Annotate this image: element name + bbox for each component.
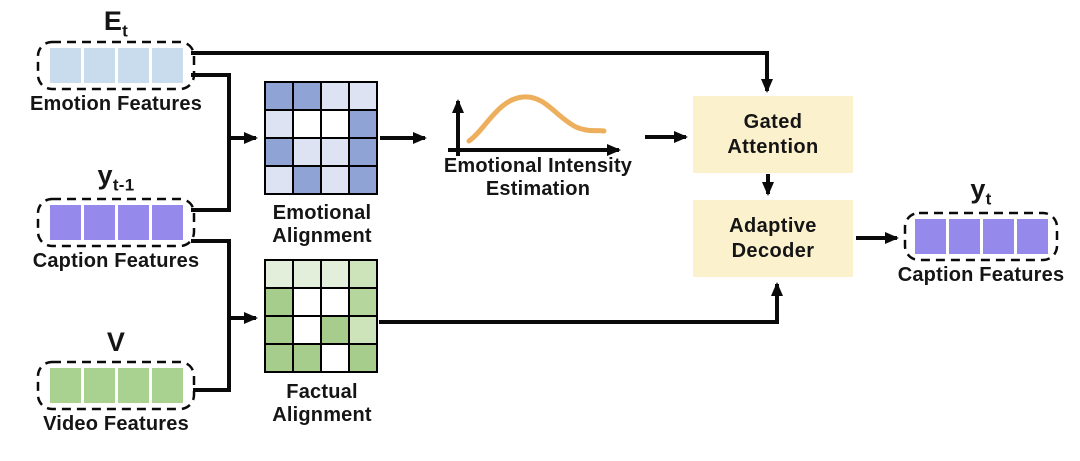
adaptive-decoder-module: Adaptive Decoder [693, 200, 853, 277]
feature-cell [914, 219, 946, 254]
matrix-cell [350, 289, 376, 315]
video-symbol: V [38, 327, 194, 362]
factual-alignment-label: Factual Alignment [242, 381, 402, 427]
matrix-cell [266, 345, 292, 371]
caption-out-symbol-sub: t [985, 189, 992, 209]
intensity-estimation-label-line1: Emotional Intensity [443, 155, 633, 177]
matrix-cell [266, 111, 292, 137]
emotion-symbol-sub: t [122, 21, 129, 41]
matrix-cell [294, 139, 320, 165]
bracket-caption-video [191, 239, 231, 392]
video-features-dashed-box [36, 360, 196, 411]
feature-cell [83, 48, 115, 83]
matrix-cell [350, 261, 376, 287]
factual-alignment-matrix [264, 259, 378, 373]
matrix-cell [322, 83, 348, 109]
matrix-cell [294, 317, 320, 343]
matrix-cell [266, 261, 292, 287]
emotional-alignment-label-line1: Emotional [272, 202, 372, 224]
matrix-cell [350, 111, 376, 137]
video-features-label: Video Features [43, 413, 189, 435]
feature-cell [1016, 219, 1048, 254]
feature-cell [948, 219, 980, 254]
arrow-emotion-to-gated-attention [191, 51, 773, 93]
emotional-alignment-matrix [264, 81, 378, 195]
matrix-cell [266, 139, 292, 165]
emotion-symbol-main: E [103, 6, 123, 36]
matrix-cell [322, 111, 348, 137]
intensity-curve [466, 94, 607, 144]
feature-cell [49, 48, 81, 83]
matrix-cell [322, 345, 348, 371]
caption-prev-features-cells [38, 199, 194, 246]
matrix-cell [294, 345, 320, 371]
caption-prev-features-dashed-box [36, 197, 196, 248]
feature-cell [117, 368, 149, 403]
intensity-estimation-label: Emotional Intensity Estimation [438, 155, 638, 201]
feature-cell [982, 219, 1014, 254]
feature-cell [83, 368, 115, 403]
matrix-cell [322, 261, 348, 287]
video-symbol-main: V [106, 327, 126, 357]
caption-out-features-label: Caption Features [897, 264, 1065, 286]
matrix-cell [266, 83, 292, 109]
feature-cell [117, 205, 149, 240]
matrix-cell [322, 167, 348, 193]
caption-out-features-dashed-box [903, 211, 1059, 262]
emotional-alignment-label-line2: Alignment [272, 225, 372, 247]
adaptive-decoder-label-line2: Decoder [731, 239, 815, 262]
emotion-symbol: Et [38, 6, 194, 41]
caption-out-symbol-main: y [970, 174, 986, 204]
matrix-cell [294, 83, 320, 109]
adaptive-decoder-label-line1: Adaptive [729, 214, 817, 237]
matrix-cell [322, 139, 348, 165]
caption-prev-symbol-sub: t-1 [112, 175, 135, 195]
gated-attention-label-line1: Gated [743, 110, 803, 133]
arrow-factual-alignment-to-adaptive [379, 282, 783, 324]
matrix-cell [350, 83, 376, 109]
matrix-cell [322, 317, 348, 343]
emotional-alignment-label: Emotional Alignment [242, 202, 402, 248]
caption-prev-symbol: yt-1 [38, 160, 194, 195]
caption-out-features-cells [905, 213, 1057, 260]
feature-cell [151, 205, 183, 240]
matrix-cell [266, 317, 292, 343]
matrix-cell [350, 167, 376, 193]
emotion-features-cells [38, 42, 194, 89]
matrix-cell [266, 167, 292, 193]
matrix-cell [350, 139, 376, 165]
factual-alignment-label-line1: Factual [286, 381, 358, 403]
matrix-cell [294, 167, 320, 193]
matrix-cell [350, 317, 376, 343]
matrix-cell [350, 345, 376, 371]
matrix-cell [294, 111, 320, 137]
matrix-cell [266, 289, 292, 315]
feature-cell [151, 368, 183, 403]
matrix-cell [294, 289, 320, 315]
feature-cell [117, 48, 149, 83]
feature-cell [49, 205, 81, 240]
matrix-cell [322, 289, 348, 315]
feature-cell [83, 205, 115, 240]
emotion-features-dashed-box [36, 40, 196, 91]
gated-attention-label-line2: Attention [727, 135, 819, 158]
feature-cell [49, 368, 81, 403]
emotion-features-label: Emotion Features [29, 93, 203, 115]
factual-alignment-label-line2: Alignment [272, 404, 372, 426]
intensity-estimation-label-line2: Estimation [485, 178, 591, 200]
gated-attention-module: Gated Attention [693, 96, 853, 173]
caption-prev-symbol-main: y [97, 160, 113, 190]
bracket-emotion-caption [191, 73, 231, 212]
feature-cell [151, 48, 183, 83]
video-features-cells [38, 362, 194, 409]
matrix-cell [294, 261, 320, 287]
caption-out-symbol: yt [905, 174, 1057, 209]
caption-prev-features-label: Caption Features [32, 250, 200, 272]
